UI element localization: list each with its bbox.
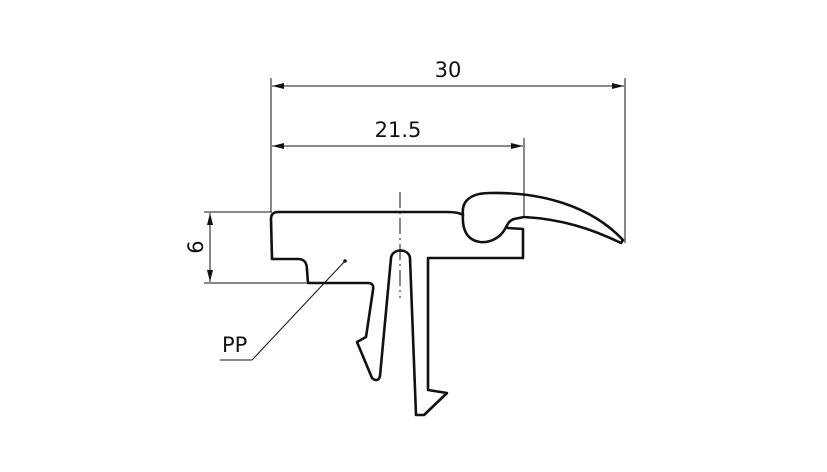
dimension-label-6: 6 bbox=[184, 240, 208, 253]
dimension-base-width: 21.5 bbox=[272, 118, 523, 149]
extension-lines bbox=[204, 78, 626, 284]
dimension-overall-width: 30 bbox=[272, 58, 624, 89]
material-leader: PP bbox=[220, 259, 347, 361]
material-label: PP bbox=[222, 333, 247, 357]
profile-outline bbox=[269, 191, 625, 417]
dimension-label-21-5: 21.5 bbox=[375, 118, 422, 142]
dimension-label-30: 30 bbox=[435, 58, 462, 82]
dimension-height: 6 bbox=[184, 213, 213, 282]
